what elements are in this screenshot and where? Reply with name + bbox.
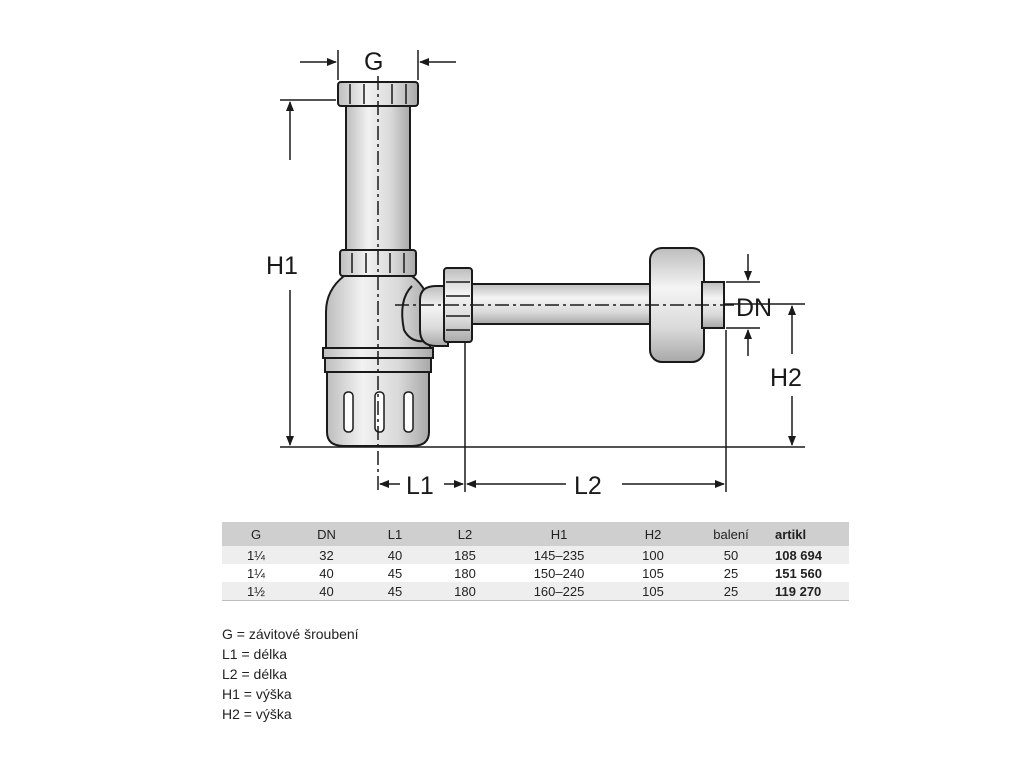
cell-h2: 105 xyxy=(615,582,691,601)
cell-l2: 185 xyxy=(427,546,503,564)
header-l1: L1 xyxy=(363,522,427,546)
label-l1: L1 xyxy=(406,472,434,500)
cell-artikl: 151 560 xyxy=(771,564,849,582)
cell-g: 1¼ xyxy=(222,546,290,564)
extension-lines xyxy=(280,50,805,492)
cell-l2: 180 xyxy=(427,564,503,582)
cell-l1: 40 xyxy=(363,546,427,564)
cell-h1: 150–240 xyxy=(503,564,615,582)
table-header-row: G DN L1 L2 H1 H2 balení artikl xyxy=(222,522,849,546)
cell-artikl: 119 270 xyxy=(771,582,849,601)
header-baleni: balení xyxy=(691,522,771,546)
header-artikl: artikl xyxy=(771,522,849,546)
header-h1: H1 xyxy=(503,522,615,546)
cell-h1: 160–225 xyxy=(503,582,615,601)
label-h1: H1 xyxy=(266,252,298,280)
cell-baleni: 25 xyxy=(691,582,771,601)
cell-artikl: 108 694 xyxy=(771,546,849,564)
cell-g: 1¼ xyxy=(222,564,290,582)
cell-l2: 180 xyxy=(427,582,503,601)
siphon-technical-drawing: G H1 DN H2 L1 L2 xyxy=(266,48,805,500)
header-g: G xyxy=(222,522,290,546)
cell-dn: 40 xyxy=(290,564,363,582)
legend-item: H1 = výška xyxy=(222,686,292,702)
table-row: 1½ 40 45 180 160–225 105 25 119 270 xyxy=(222,582,849,601)
cell-l1: 45 xyxy=(363,582,427,601)
cell-baleni: 50 xyxy=(691,546,771,564)
cell-g: 1½ xyxy=(222,582,290,601)
header-l2: L2 xyxy=(427,522,503,546)
legend-item: L1 = délka xyxy=(222,646,287,662)
label-dn: DN xyxy=(736,294,772,322)
table-row: 1¼ 40 45 180 150–240 105 25 151 560 xyxy=(222,564,849,582)
label-g: G xyxy=(364,48,383,76)
cell-h2: 100 xyxy=(615,546,691,564)
label-h2: H2 xyxy=(770,364,802,392)
cell-h1: 145–235 xyxy=(503,546,615,564)
cell-dn: 40 xyxy=(290,582,363,601)
outlet-pipe xyxy=(419,283,655,347)
label-l2: L2 xyxy=(574,472,602,500)
header-dn: DN xyxy=(290,522,363,546)
cell-h2: 105 xyxy=(615,564,691,582)
center-lines xyxy=(377,76,735,492)
legend-item: G = závitové šroubení xyxy=(222,626,359,642)
spec-table: G DN L1 L2 H1 H2 balení artikl 1¼ 32 40 … xyxy=(222,522,849,601)
cell-dn: 32 xyxy=(290,546,363,564)
cell-l1: 45 xyxy=(363,564,427,582)
legend-item: H2 = výška xyxy=(222,706,292,722)
legend-item: L2 = délka xyxy=(222,666,287,682)
legend: G = závitové šroubení L1 = délka L2 = dé… xyxy=(222,624,359,724)
table-row: 1¼ 32 40 185 145–235 100 50 108 694 xyxy=(222,546,849,564)
header-h2: H2 xyxy=(615,522,691,546)
cell-baleni: 25 xyxy=(691,564,771,582)
